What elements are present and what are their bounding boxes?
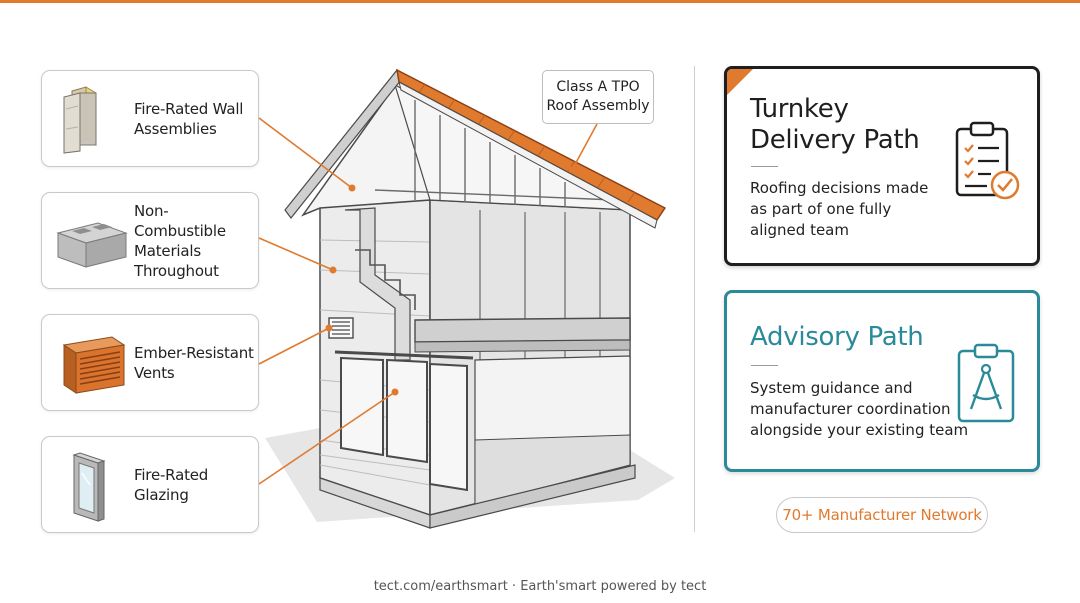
leader-lines bbox=[258, 117, 598, 485]
turnkey-title: Turnkey Delivery Path bbox=[750, 94, 920, 155]
manufacturer-network-badge: 70+ Manufacturer Network bbox=[776, 497, 988, 533]
title-rule bbox=[751, 365, 778, 366]
advisory-title: Advisory Path bbox=[750, 322, 924, 352]
glazing-windows bbox=[334, 350, 474, 492]
title-rule bbox=[751, 166, 778, 167]
feature-label-glazing: Fire-Rated Glazing bbox=[134, 465, 209, 504]
cinder-block-icon bbox=[56, 222, 128, 268]
floor-slab bbox=[414, 317, 631, 343]
feature-card-vents: Ember-Resistant Vents bbox=[41, 314, 259, 411]
feature-label-vents: Ember-Resistant Vents bbox=[134, 343, 254, 382]
clipboard-compass-icon bbox=[957, 343, 1015, 423]
advisory-description: System guidance and manufacturer coordin… bbox=[750, 379, 969, 439]
feature-label-materials: Non-Combustible Materials Throughout bbox=[134, 201, 226, 280]
top-accent-bar bbox=[0, 0, 1080, 3]
footer-credit: tect.com/earthsmart · Earth'smart powere… bbox=[373, 579, 707, 594]
roof-assembly-callout: Class A TPO Roof Assembly bbox=[542, 70, 654, 124]
clipboard-checklist-icon bbox=[955, 121, 1020, 200]
vertical-divider bbox=[694, 66, 695, 532]
feature-label-wall: Fire-Rated Wall Assemblies bbox=[134, 99, 244, 138]
advisory-path-card: Advisory Path System guidance and manufa… bbox=[724, 290, 1040, 472]
house-cutaway-illustration bbox=[258, 68, 675, 529]
turnkey-description: Roofing decisions made as part of one fu… bbox=[750, 179, 929, 239]
window-icon bbox=[72, 452, 106, 522]
feature-card-materials: Non-Combustible Materials Throughout bbox=[41, 192, 259, 289]
exterior-vent bbox=[328, 317, 354, 339]
vent-icon bbox=[62, 336, 126, 394]
turnkey-path-card: Turnkey Delivery Path Roofing decisions … bbox=[724, 66, 1040, 266]
feature-card-wall: Fire-Rated Wall Assemblies bbox=[41, 70, 259, 167]
feature-card-glazing: Fire-Rated Glazing bbox=[41, 436, 259, 533]
wall-assembly-icon bbox=[63, 86, 97, 154]
corner-accent bbox=[727, 69, 753, 95]
